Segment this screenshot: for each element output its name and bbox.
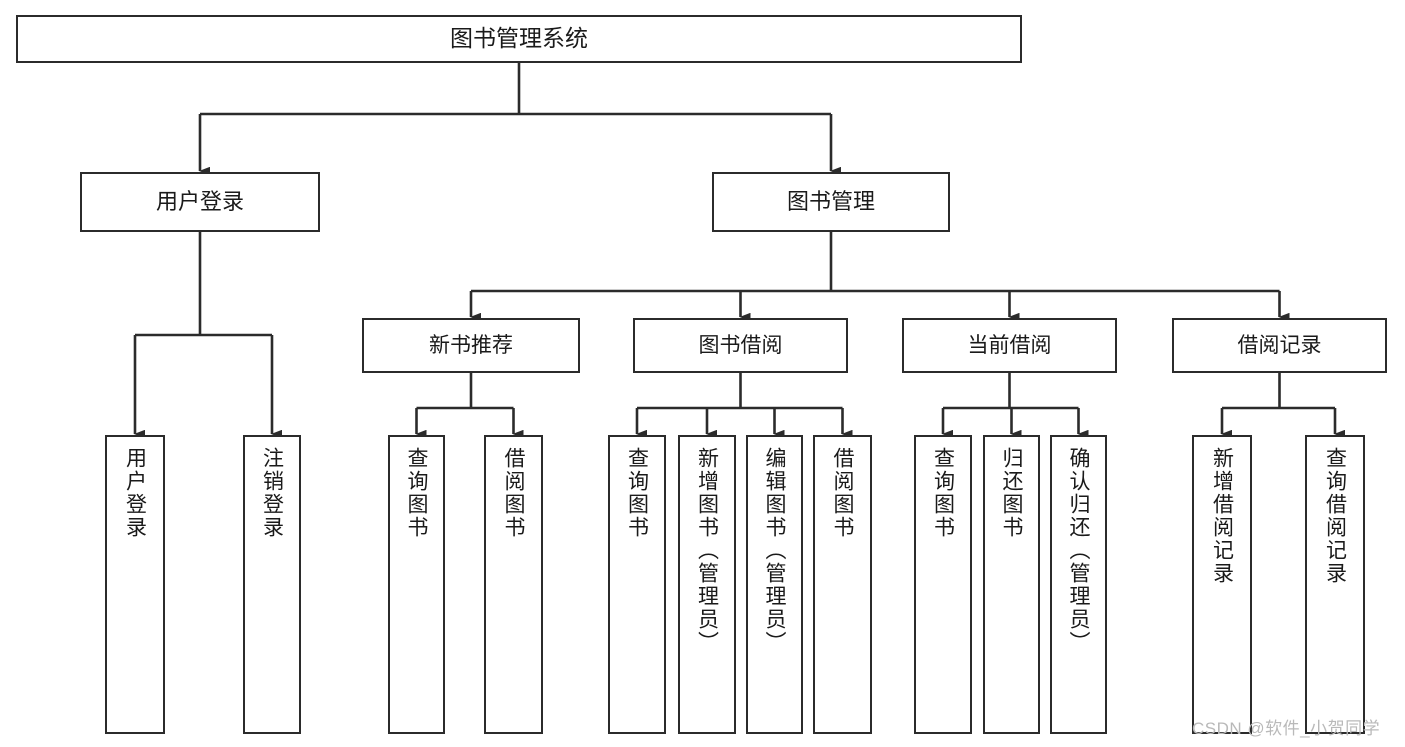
node-label: 新增图书（管理员） bbox=[695, 447, 719, 654]
node-label: 注销登录 bbox=[260, 447, 284, 539]
leaf-current-confirm-return[interactable]: 确认归还（管理员） bbox=[1050, 435, 1107, 734]
leaf-borrow-borrow-book[interactable]: 借阅图书 bbox=[813, 435, 872, 734]
node-new-book-recommend[interactable]: 新书推荐 bbox=[362, 318, 580, 373]
node-borrow-record[interactable]: 借阅记录 bbox=[1172, 318, 1387, 373]
leaf-user-login[interactable]: 用户登录 bbox=[105, 435, 165, 734]
node-label: 新书推荐 bbox=[429, 333, 513, 357]
node-label: 新增借阅记录 bbox=[1210, 447, 1234, 585]
node-label: 确认归还（管理员） bbox=[1067, 447, 1090, 654]
leaf-borrow-add-book[interactable]: 新增图书（管理员） bbox=[678, 435, 736, 734]
leaf-user-logout[interactable]: 注销登录 bbox=[243, 435, 301, 734]
node-label: 编辑图书（管理员） bbox=[763, 447, 786, 654]
leaf-record-query-record[interactable]: 查询借阅记录 bbox=[1305, 435, 1365, 734]
leaf-borrow-edit-book[interactable]: 编辑图书（管理员） bbox=[746, 435, 803, 734]
node-label: 查询图书 bbox=[405, 447, 428, 539]
node-label: 借阅图书 bbox=[502, 447, 525, 539]
node-label: 查询图书 bbox=[931, 447, 955, 539]
node-label: 查询借阅记录 bbox=[1323, 447, 1347, 585]
node-label: 用户登录 bbox=[123, 447, 147, 539]
node-current-borrow[interactable]: 当前借阅 bbox=[902, 318, 1117, 373]
node-label: 用户登录 bbox=[155, 188, 244, 214]
node-label: 图书借阅 bbox=[698, 333, 783, 357]
leaf-newbook-borrow-book[interactable]: 借阅图书 bbox=[484, 435, 543, 734]
csdn-watermark: CSDN @软件_小贺同学 bbox=[1192, 719, 1381, 738]
node-label: 查询图书 bbox=[625, 447, 649, 539]
leaf-record-add-record[interactable]: 新增借阅记录 bbox=[1192, 435, 1252, 734]
node-user-login[interactable]: 用户登录 bbox=[80, 172, 320, 232]
node-label: 图书管理 bbox=[786, 188, 875, 214]
leaf-current-query-book[interactable]: 查询图书 bbox=[914, 435, 972, 734]
leaf-newbook-query-book[interactable]: 查询图书 bbox=[388, 435, 445, 734]
leaf-borrow-query-book[interactable]: 查询图书 bbox=[608, 435, 666, 734]
node-label: 借阅图书 bbox=[831, 447, 854, 539]
node-label: 当前借阅 bbox=[967, 333, 1052, 357]
node-label: 归还图书 bbox=[1000, 447, 1023, 539]
node-root-system[interactable]: 图书管理系统 bbox=[16, 15, 1022, 63]
node-label: 图书管理系统 bbox=[450, 25, 588, 52]
node-book-borrow[interactable]: 图书借阅 bbox=[633, 318, 848, 373]
node-label: 借阅记录 bbox=[1237, 333, 1322, 357]
leaf-current-return-book[interactable]: 归还图书 bbox=[983, 435, 1040, 734]
node-book-management[interactable]: 图书管理 bbox=[712, 172, 950, 232]
